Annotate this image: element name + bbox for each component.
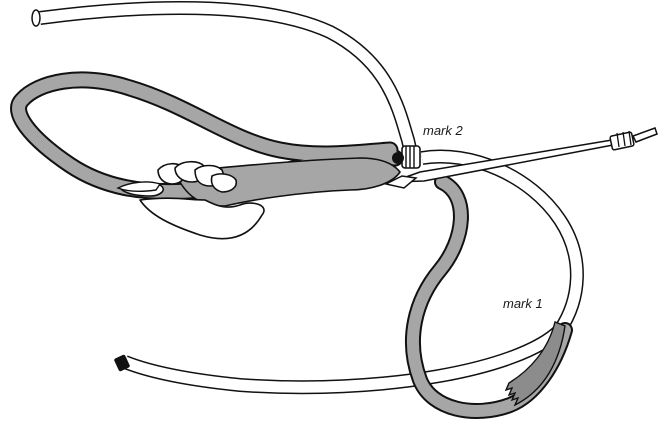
tube-end-open [32,10,40,26]
mark-1-label: mark 1 [503,296,543,311]
mark-2-label: mark 2 [423,123,463,138]
outer-tube [40,8,577,387]
